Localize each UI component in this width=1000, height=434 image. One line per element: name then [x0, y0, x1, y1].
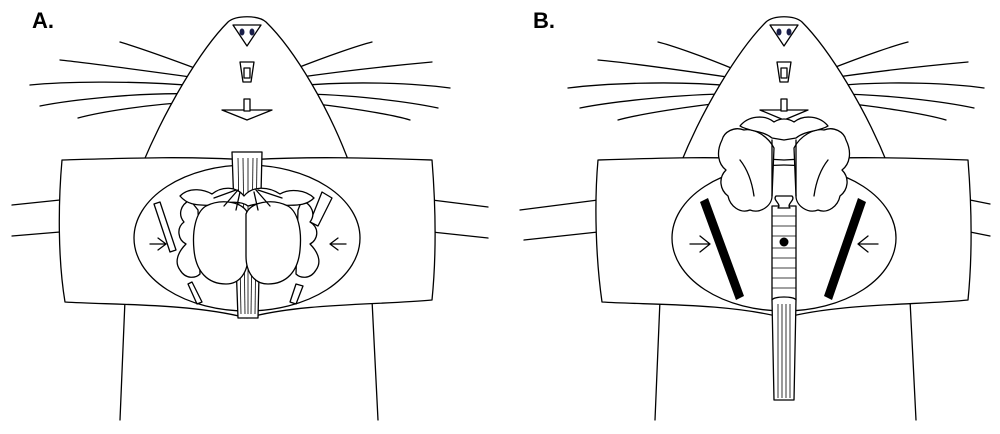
- submandibular-gland-left-a: [192, 201, 249, 285]
- trachea-rings-b: [772, 215, 796, 289]
- nostril-right-a: [249, 28, 255, 36]
- whiskers-left-b: [567, 41, 737, 121]
- head-b: [679, 16, 889, 166]
- salivary-lobe-left-a: [176, 199, 201, 278]
- nostril-left-a: [239, 28, 245, 36]
- panel-a-drawing: [11, 16, 489, 421]
- panel-label-b: B.: [533, 8, 555, 33]
- panel-b-drawing: [519, 16, 991, 421]
- lower-incisors-a: [243, 98, 251, 112]
- nostril-right-b: [786, 28, 792, 36]
- vessel-right-a: [309, 191, 333, 227]
- upper-incisors-b: [780, 67, 788, 79]
- body-outline-b: [654, 299, 917, 421]
- upper-incisors-a: [243, 67, 251, 79]
- branch-right-a: [329, 237, 347, 251]
- submandibular-gland-right-a: [245, 201, 302, 285]
- muscle-striations-b: [777, 304, 791, 398]
- forelimb-right-a: [431, 199, 489, 239]
- gland-lobes-b: [739, 139, 829, 197]
- forelimb-left-a: [11, 199, 61, 237]
- salivary-lobe-right-a: [295, 199, 320, 278]
- vessel-lower-left-a: [187, 281, 203, 305]
- forelimb-right-b: [969, 199, 991, 237]
- body-outline-a: [119, 299, 379, 421]
- branch-left-a: [149, 237, 167, 251]
- vessel-left-a: [153, 201, 177, 253]
- duct-b: [774, 195, 794, 209]
- lower-incisors-b: [780, 98, 788, 112]
- trachea-b: [771, 205, 797, 301]
- vessel-right-b: [824, 198, 866, 300]
- vessel-left-b: [700, 198, 744, 300]
- gland-top-b: [739, 116, 829, 141]
- muscle-stub-b: [771, 296, 797, 401]
- panel-label-a: A.: [32, 8, 54, 33]
- nerves-a: [213, 189, 283, 211]
- vessel-lower-right-a: [289, 283, 304, 305]
- branch-right-b: [857, 235, 879, 253]
- forelimb-left-b: [519, 199, 599, 241]
- nostril-left-b: [776, 28, 782, 36]
- head-a: [141, 16, 351, 166]
- branch-left-b: [689, 235, 711, 253]
- incision-point-b: [779, 237, 789, 247]
